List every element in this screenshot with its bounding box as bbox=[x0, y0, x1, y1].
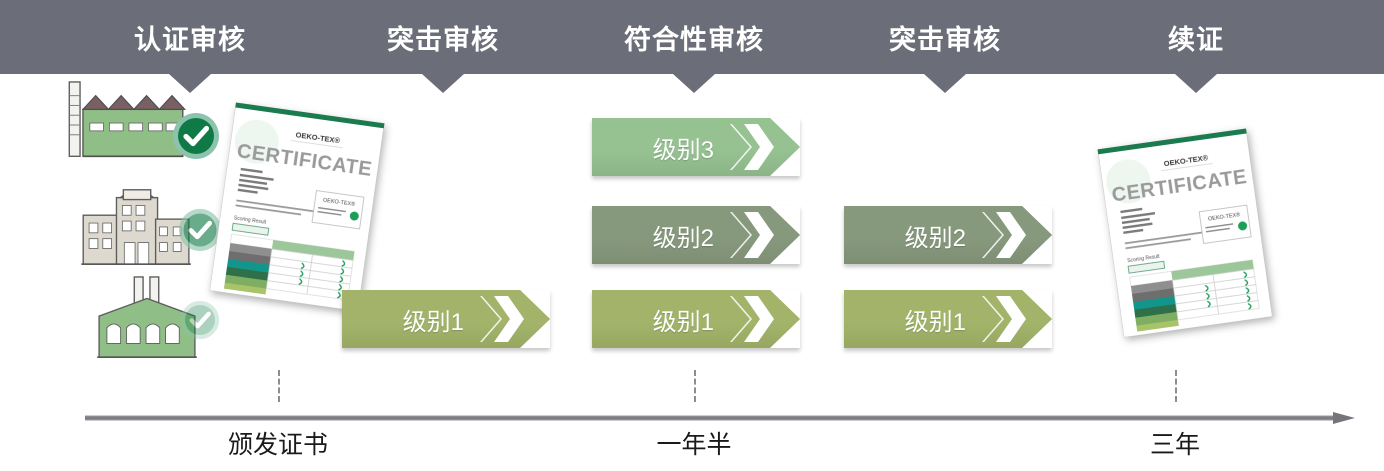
phase-notch-4 bbox=[924, 74, 966, 93]
timeline-label-2: 一年半 bbox=[656, 431, 732, 459]
phase-label-2: 突击审核 bbox=[387, 24, 499, 55]
timeline-tick-3 bbox=[1175, 370, 1177, 402]
svg-text:Scoring Result: Scoring Result bbox=[1127, 254, 1161, 265]
level3-bar-column3: 级别3 bbox=[592, 118, 800, 176]
level1-bar-column3: 级别1 bbox=[592, 290, 800, 348]
level1-bar-column2: 级别1 bbox=[342, 290, 550, 348]
level3-bar-column3-label: 级别3 bbox=[652, 136, 714, 164]
office-building-check-icon bbox=[178, 208, 222, 252]
svg-text:OEKO-TEX®: OEKO-TEX® bbox=[1208, 211, 1241, 222]
phase-notch-3 bbox=[673, 74, 715, 93]
level2-bar-column3: 级别2 bbox=[592, 206, 800, 264]
level3-bar-column3-arrow-icon bbox=[728, 122, 774, 172]
level1-bar-column2-arrow-icon bbox=[478, 294, 524, 344]
level2-bar-column3-label: 级别2 bbox=[652, 224, 714, 252]
phase-label-4: 突击审核 bbox=[889, 24, 1001, 55]
factory-chimneys bbox=[88, 275, 206, 363]
timeline-tick-2 bbox=[694, 370, 696, 402]
phase-notch-5 bbox=[1175, 74, 1217, 93]
level1-bar-column3-label: 级别1 bbox=[652, 308, 714, 336]
phase-notch-2 bbox=[422, 74, 464, 93]
svg-text:OEKO-TEX®: OEKO-TEX® bbox=[322, 197, 355, 208]
level1-bar-column4-label: 级别1 bbox=[904, 308, 966, 336]
level1-bar-column2-label: 级别1 bbox=[402, 308, 464, 336]
level1-bar-column3-arrow-icon bbox=[728, 294, 774, 344]
level2-bar-column4-arrow-icon bbox=[980, 210, 1026, 260]
level2-bar-column3-arrow-icon bbox=[728, 210, 774, 260]
factory-sawtooth bbox=[62, 80, 192, 170]
level1-bar-column4: 级别1 bbox=[844, 290, 1052, 348]
timeline-label-1: 颁发证书 bbox=[227, 431, 328, 459]
timeline-label-3: 三年 bbox=[1149, 431, 1200, 459]
level1-bar-column4-arrow-icon bbox=[980, 294, 1026, 344]
certificate-initial: OEKO-TEX® CERTIFICATE OEKO-TEX® Scoring … bbox=[209, 102, 385, 312]
phase-label-5: 续证 bbox=[1168, 24, 1224, 55]
svg-text:Scoring Result: Scoring Result bbox=[233, 215, 267, 226]
level2-bar-column4-label: 级别2 bbox=[904, 224, 966, 252]
phase-label-3: 符合性审核 bbox=[624, 24, 764, 55]
phase-notch-1 bbox=[169, 74, 211, 93]
certificate-renewal: OEKO-TEX® CERTIFICATE OEKO-TEX® Scoring … bbox=[1097, 128, 1273, 338]
phase-label-1: 认证审核 bbox=[134, 24, 246, 55]
level2-bar-column4: 级别2 bbox=[844, 206, 1052, 264]
phase-header-bar bbox=[0, 0, 1384, 74]
timeline-tick-1 bbox=[278, 370, 280, 402]
factory-sawtooth-check-icon bbox=[172, 112, 220, 160]
factory-chimneys-check-icon bbox=[180, 300, 220, 340]
timeline-axis bbox=[85, 412, 1355, 424]
